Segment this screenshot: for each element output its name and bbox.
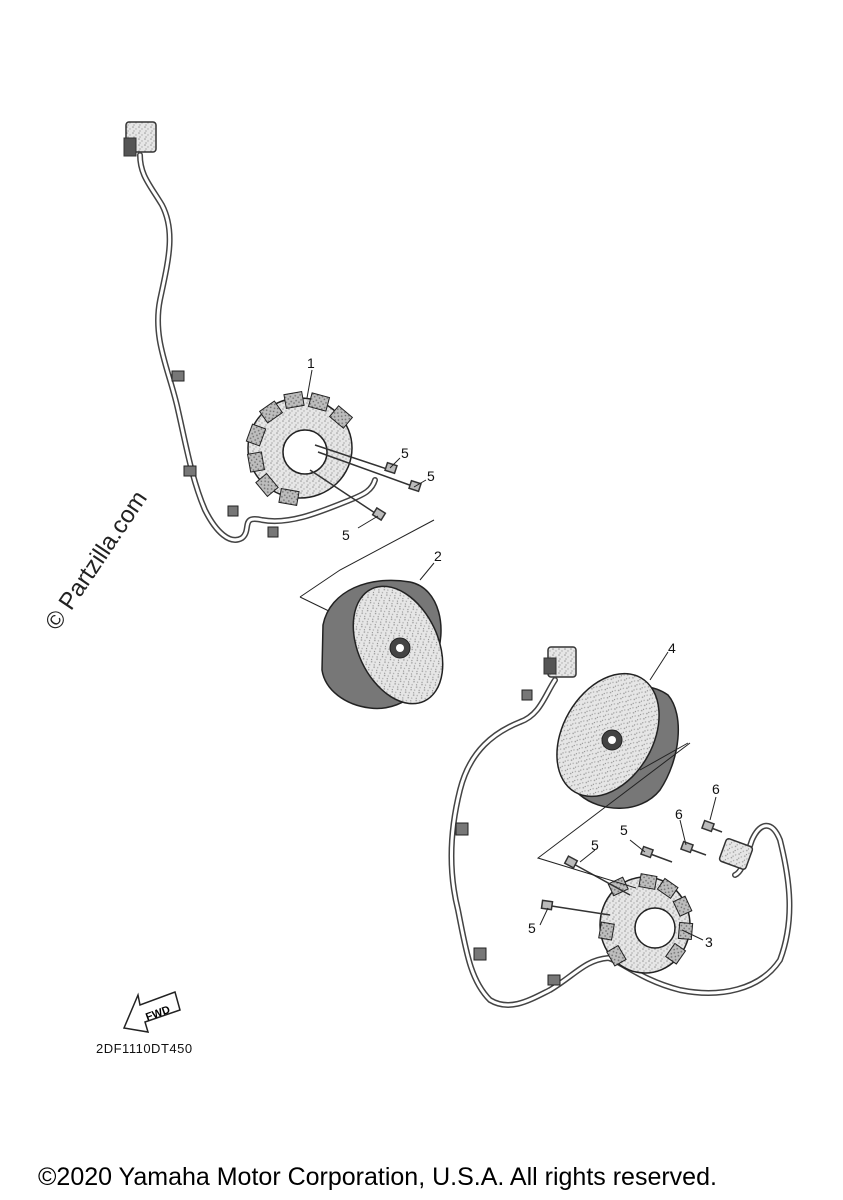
callout-2: 2 [434, 548, 442, 564]
fwd-direction-arrow: FWD [122, 991, 181, 1033]
wire-clamp [455, 689, 561, 986]
callout-leader [536, 651, 717, 941]
lower-bolt [540, 819, 723, 916]
upper-flywheel-rotor [321, 579, 444, 710]
lower-stator [598, 873, 694, 974]
wire-clamp [171, 370, 279, 538]
upper-wire-connector [123, 121, 157, 157]
copyright-notice: ©2020 Yamaha Motor Corporation, U.S.A. A… [38, 1163, 717, 1191]
callout-5: 5 [591, 837, 599, 853]
callout-4: 4 [668, 640, 676, 656]
lower-small-connector [718, 838, 754, 870]
callout-1: 1 [307, 355, 315, 371]
callout-5: 5 [528, 920, 536, 936]
lower-flywheel-rotor [556, 672, 679, 809]
upper-stator [245, 390, 354, 507]
callout-6: 6 [675, 806, 683, 822]
callout-3: 3 [705, 934, 713, 950]
callout-6: 6 [712, 781, 720, 797]
callout-5: 5 [620, 822, 628, 838]
diagram-part-code: 2DF1110DT450 [96, 1041, 193, 1056]
callout-5: 5 [342, 527, 350, 543]
callout-5: 5 [401, 445, 409, 461]
lower-wire-connector [543, 646, 577, 678]
callout-5: 5 [427, 468, 435, 484]
